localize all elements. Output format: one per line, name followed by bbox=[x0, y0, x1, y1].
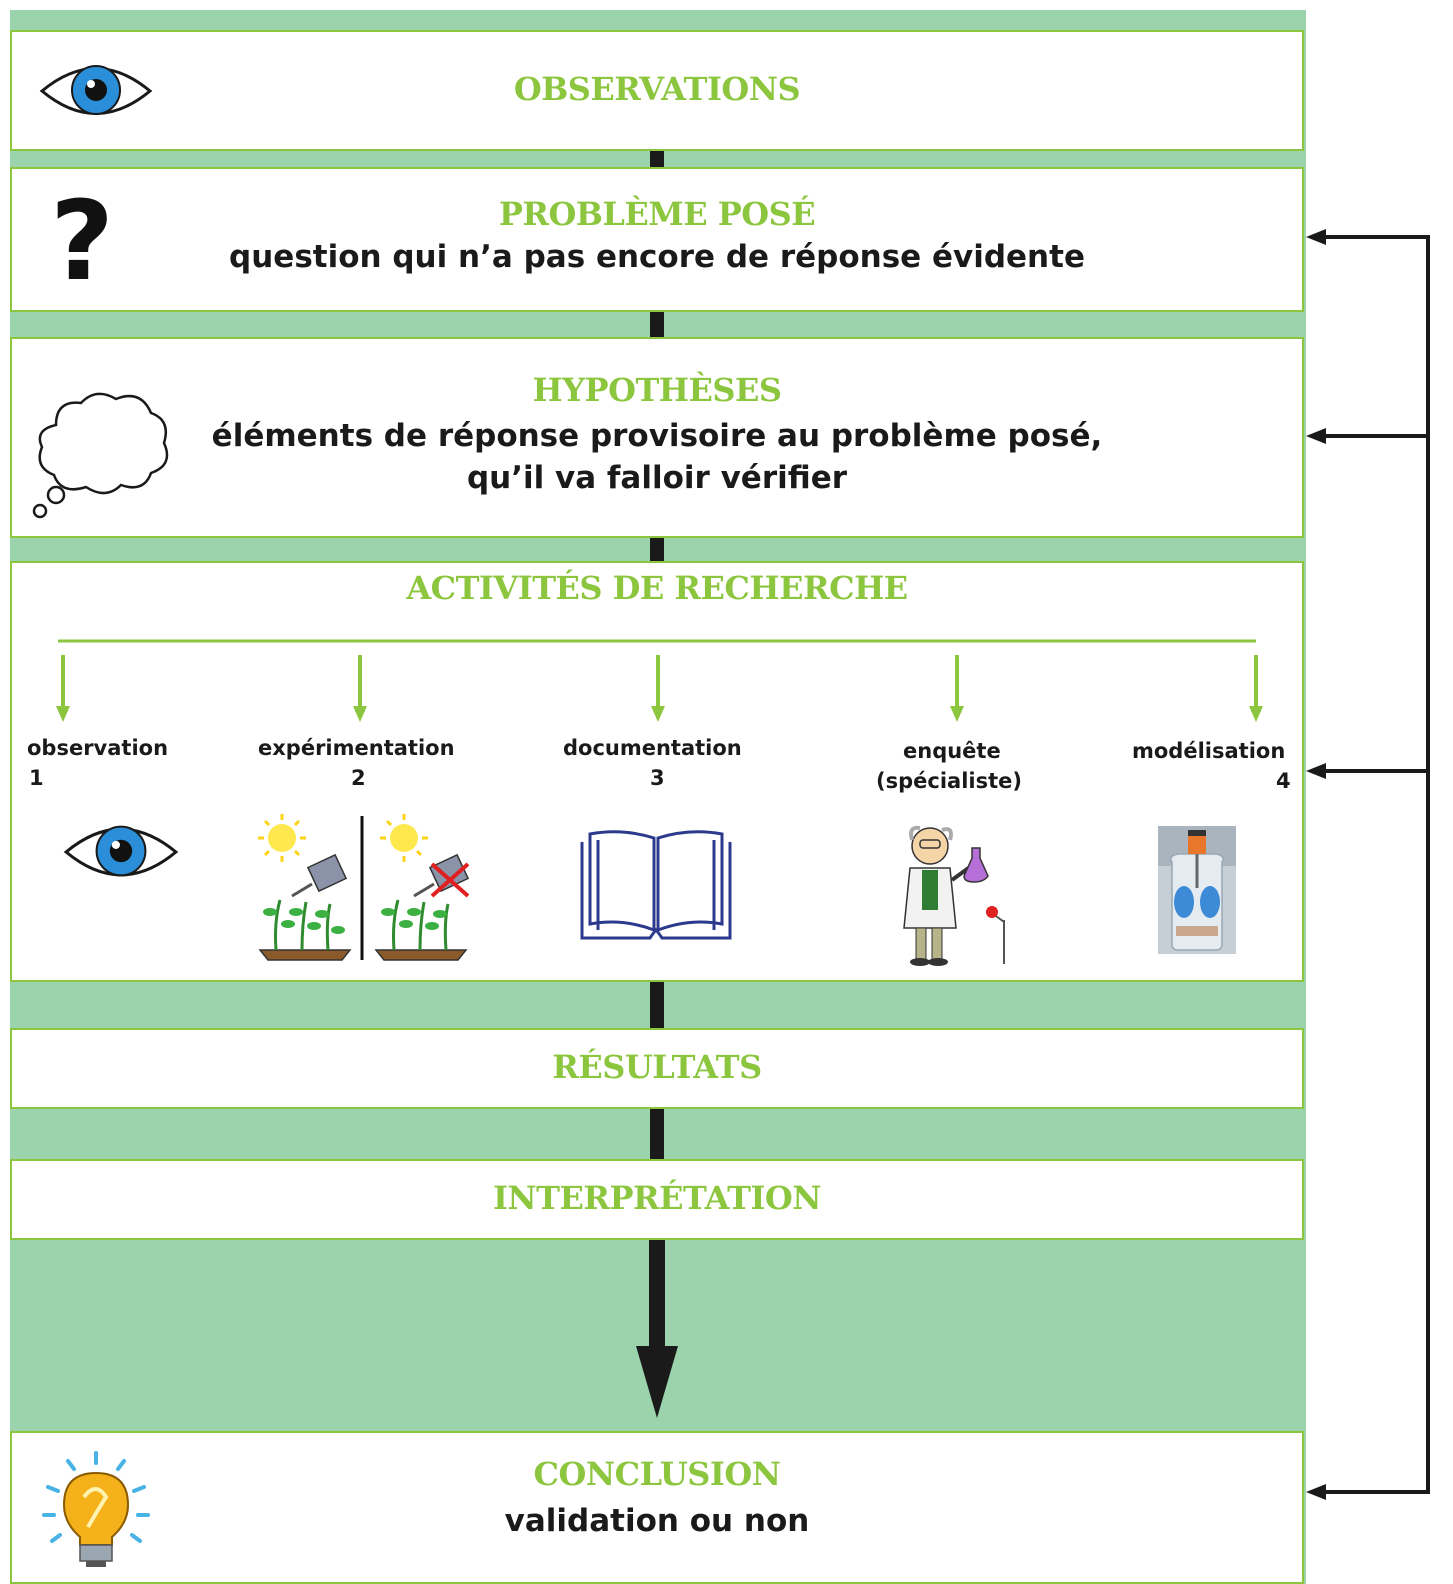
svg-text:?: ? bbox=[50, 183, 114, 293]
activity-number-2: 2 bbox=[351, 766, 366, 790]
hypotheses-box: HYPOTHÈSES éléments de réponse provisoir… bbox=[10, 337, 1304, 538]
interpretation-box: INTERPRÉTATION bbox=[10, 1159, 1304, 1240]
activity-label-specialiste: (spécialiste) bbox=[876, 769, 1022, 793]
thought-cloud-icon bbox=[26, 385, 176, 529]
feedback-loop bbox=[1322, 235, 1430, 1494]
eye-icon bbox=[36, 52, 156, 134]
book-icon bbox=[578, 826, 734, 948]
activity-number-3: 3 bbox=[650, 766, 665, 790]
activity-label-modelisation: modélisation bbox=[1132, 739, 1286, 763]
connector bbox=[650, 537, 664, 562]
connector bbox=[650, 1108, 664, 1160]
hypotheses-line2: qu’il va falloir vérifier bbox=[466, 460, 848, 496]
feedback-arrowheads bbox=[1306, 229, 1326, 1500]
hypotheses-title: HYPOTHÈSES bbox=[532, 371, 782, 409]
activity-number-1: 1 bbox=[29, 766, 44, 790]
observations-title: OBSERVATIONS bbox=[513, 70, 801, 108]
resultats-box: RÉSULTATS bbox=[10, 1028, 1304, 1109]
conclusion-box: CONCLUSION validation ou non bbox=[10, 1431, 1304, 1584]
activites-title: ACTIVITÉS DE RECHERCHE bbox=[406, 569, 908, 607]
main-down-arrow-shaft bbox=[649, 1240, 665, 1352]
main-down-arrow-head bbox=[636, 1346, 678, 1418]
probleme-box: ? PROBLÈME POSÉ question qui n’a pas enc… bbox=[10, 167, 1304, 312]
scientist-icon bbox=[884, 824, 1024, 972]
lung-model-icon bbox=[1158, 826, 1236, 958]
connector bbox=[650, 981, 664, 1029]
activity-arrows bbox=[56, 655, 1263, 722]
probleme-title: PROBLÈME POSÉ bbox=[498, 195, 816, 233]
interpretation-title: INTERPRÉTATION bbox=[492, 1179, 822, 1217]
observations-box: OBSERVATIONS bbox=[10, 30, 1304, 151]
activity-label-documentation: documentation bbox=[563, 736, 742, 760]
question-mark-icon: ? bbox=[32, 177, 132, 305]
probleme-text: question qui n’a pas encore de réponse é… bbox=[229, 239, 1085, 275]
plant-experiment-icon bbox=[246, 812, 486, 968]
hypotheses-line1: éléments de réponse provisoire au problè… bbox=[211, 418, 1103, 454]
activity-label-enquete: enquête bbox=[903, 739, 1001, 763]
conclusion-title: CONCLUSION bbox=[533, 1455, 781, 1493]
eye-icon bbox=[60, 812, 182, 896]
connector bbox=[650, 150, 664, 168]
activity-number-4: 4 bbox=[1276, 769, 1291, 793]
connector bbox=[650, 311, 664, 338]
activity-label-experimentation: expérimentation bbox=[258, 736, 455, 760]
resultats-title: RÉSULTATS bbox=[552, 1048, 762, 1086]
activity-label-observation: observation bbox=[27, 736, 169, 760]
light-bulb-icon bbox=[32, 1451, 162, 1575]
conclusion-text: validation ou non bbox=[504, 1503, 810, 1539]
